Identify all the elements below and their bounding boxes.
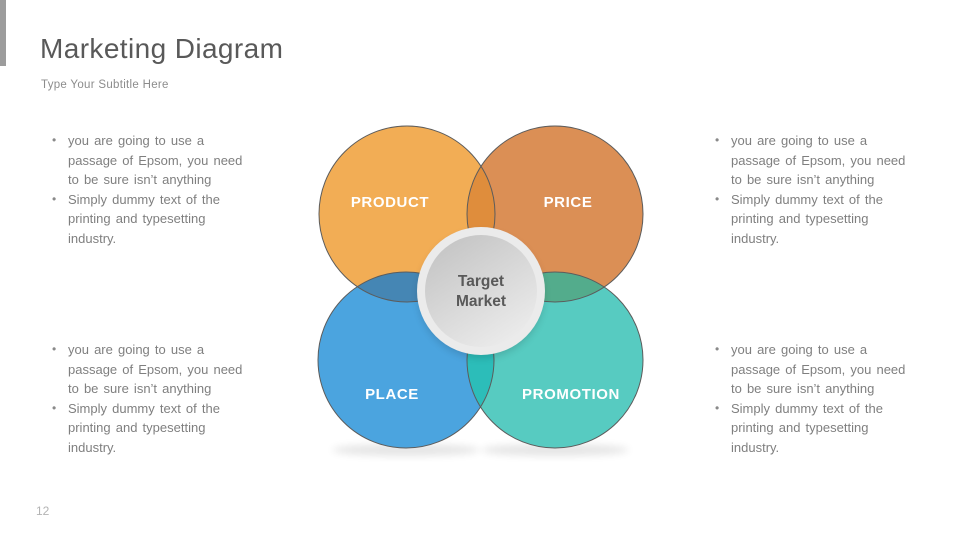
bullet-text: Simply dummy text of the printing and typ… (731, 190, 921, 249)
text-block-bottom-right: • you are going to use a passage of Epsom,… (713, 340, 921, 457)
bullet-item: • Simply dummy text of the printing and ty… (50, 190, 258, 249)
outline-promotion (466, 271, 644, 449)
bullet-text: Simply dummy text of the printing and typ… (68, 399, 258, 458)
bullet-line: to be sure isn’t anything (731, 381, 875, 396)
outline-place (317, 271, 495, 449)
page-subtitle: Type Your Subtitle Here (41, 79, 169, 91)
bullet-line: you are going to use a (731, 342, 868, 357)
label-price: PRICE (544, 194, 593, 211)
bullet-line: passage of Epsom, you need (68, 361, 243, 377)
bullet-text: Simply dummy text of the printing and typ… (731, 399, 921, 458)
bullet-dot: • (52, 342, 57, 356)
bullet-item: • you are going to use a passage of Epsom,… (713, 131, 921, 190)
bullet-text: you are going to use a passage of Epsom, … (731, 131, 921, 190)
bullet-line: you are going to use a (731, 133, 868, 148)
bullet-item: • you are going to use a passage of Epsom,… (713, 340, 921, 399)
bullet-item: • you are going to use a passage of Epsom,… (50, 340, 258, 399)
bullet-line: to be sure isn’t anything (68, 381, 212, 396)
bullet-dot: • (715, 342, 720, 356)
target-market-disc (425, 235, 537, 347)
bullet-text: you are going to use a passage of Epsom, … (68, 131, 258, 190)
bullet-item: • Simply dummy text of the printing and ty… (713, 190, 921, 249)
bullet-dot: • (715, 400, 720, 415)
bullet-item: • Simply dummy text of the printing and ty… (713, 399, 921, 458)
bullet-text: you are going to use a passage of Epsom, … (68, 340, 258, 399)
bullet-line: Simply dummy text of the (68, 400, 220, 416)
page-title: Marketing Diagram (40, 33, 284, 64)
bullet-line: industry. (68, 439, 117, 455)
bullet-dot: • (52, 133, 57, 147)
bullet-dot: • (715, 133, 720, 147)
corner-accent-bar (0, 0, 6, 66)
bullet-line: printing and typesetting (731, 211, 869, 226)
bullet-text: you are going to use a passage of Epsom, … (731, 340, 921, 399)
bullet-item: • you are going to use a passage of Epsom,… (50, 131, 258, 190)
bullet-line: passage of Epsom, you need (731, 361, 906, 377)
bullet-line: industry. (731, 439, 780, 455)
bullet-line: printing and typesetting (68, 211, 206, 226)
shadow-promotion (481, 444, 629, 456)
bullet-text: Simply dummy text of the printing and typ… (68, 190, 258, 249)
bullet-line: to be sure isn’t anything (731, 172, 875, 187)
bullet-line: industry. (68, 230, 117, 246)
bullet-line: printing and typesetting (68, 420, 206, 435)
bullet-line: printing and typesetting (731, 420, 869, 435)
bullet-line: you are going to use a (68, 342, 205, 357)
text-block-bottom-left: • you are going to use a passage of Epsom,… (50, 340, 258, 457)
bullet-dot: • (52, 191, 57, 206)
target-market-label-line2: Market (456, 293, 506, 310)
bullet-line: you are going to use a (68, 133, 205, 148)
label-product: PRODUCT (351, 194, 429, 211)
outline-price (466, 125, 644, 303)
outline-product (318, 125, 496, 303)
label-promotion: PROMOTION (522, 386, 620, 403)
bullet-line: passage of Epsom, you need (731, 152, 906, 168)
bullet-line: Simply dummy text of the (731, 191, 883, 207)
bullet-line: industry. (731, 230, 780, 246)
bullet-dot: • (715, 191, 720, 206)
bullet-item: • Simply dummy text of the printing and ty… (50, 399, 258, 458)
text-block-top-left: • you are going to use a passage of Epsom,… (50, 131, 258, 248)
target-market-label-line1: Target (458, 273, 504, 290)
page-number: 12 (36, 504, 50, 518)
bullet-line: Simply dummy text of the (68, 191, 220, 207)
text-block-top-right: • you are going to use a passage of Epsom,… (713, 131, 921, 248)
bullet-line: to be sure isn’t anything (68, 172, 212, 187)
shadow-place (332, 444, 480, 456)
bullet-line: Simply dummy text of the (731, 400, 883, 416)
label-place: PLACE (365, 386, 419, 403)
bullet-line: passage of Epsom, you need (68, 152, 243, 168)
bullet-dot: • (52, 400, 57, 415)
